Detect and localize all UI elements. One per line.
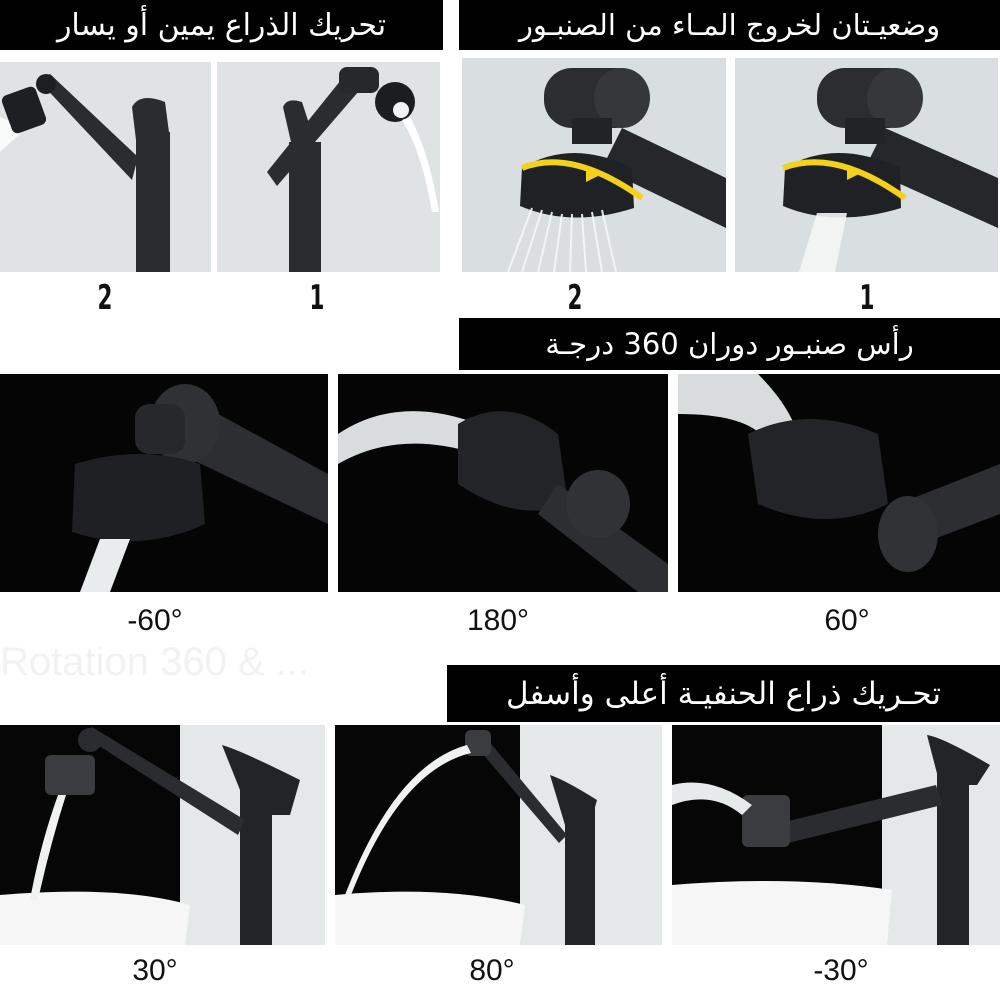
position-label-left-1: 1 <box>309 278 325 318</box>
photo-arm-right-position-1 <box>217 62 440 272</box>
banner-title: وضعيـتان لخروج المـاء من الصنبـور <box>518 8 941 42</box>
photo-arm-left-position-2 <box>0 62 211 272</box>
photo-rotation-60 <box>678 374 1000 592</box>
photo-arm-angle-minus-30 <box>672 725 1000 945</box>
banner-two-water-modes: وضعيـتان لخروج المـاء من الصنبـور <box>459 0 1000 50</box>
photo-rotation-180 <box>338 374 668 592</box>
banner-move-arm-up-down: تحـريك ذراع الحنفيـة أعلى وأسفل <box>447 665 1000 722</box>
photo-spray-mode-2 <box>462 58 726 272</box>
angle-label-80: 80° <box>469 954 515 987</box>
photo-rotation-minus-60 <box>0 374 328 592</box>
photo-arm-angle-30 <box>0 725 325 945</box>
banner-360-rotation: رأس صنبـور دوران 360 درجـة <box>459 318 1000 370</box>
angle-label-180: 180° <box>466 604 530 637</box>
photo-arm-angle-80 <box>335 725 662 945</box>
position-label-left-2: 2 <box>97 278 113 318</box>
banner-title: رأس صنبـور دوران 360 درجـة <box>545 327 914 361</box>
photo-stream-mode-1 <box>735 58 998 272</box>
banner-title: تحريك الذراع يمين أو يسار <box>56 7 387 43</box>
angle-label-minus-30: -30° <box>813 954 869 987</box>
angle-label-minus-60: -60° <box>127 604 183 637</box>
angle-label-30: 30° <box>132 954 178 987</box>
mode-label-2: 2 <box>567 278 583 318</box>
banner-move-arm-left-right: تحريك الذراع يمين أو يسار <box>0 0 443 50</box>
banner-title: تحـريك ذراع الحنفيـة أعلى وأسفل <box>506 675 941 712</box>
ghost-watermark-text: Rotation 360 & ... <box>0 640 310 684</box>
angle-label-60: 60° <box>824 604 870 637</box>
mode-label-1: 1 <box>859 278 875 318</box>
